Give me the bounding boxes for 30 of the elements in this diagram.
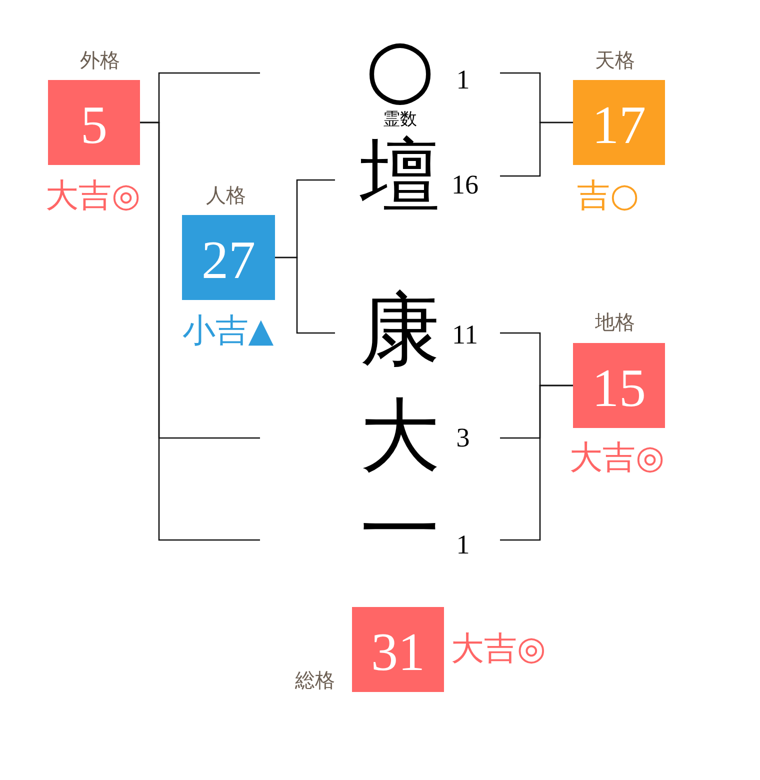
stroke-count: 1 [456, 66, 470, 94]
bracket-line [500, 122, 573, 177]
category-label: 人格 [206, 185, 246, 205]
fortune-rating: 大吉◎ [451, 632, 546, 664]
caption-label: 霊数 [383, 112, 417, 128]
category-label: 外格 [80, 50, 120, 70]
name-character: 大 [360, 396, 440, 476]
fortune-rating: 吉○ [577, 178, 639, 212]
fortune-rating: 大吉◎ [46, 178, 140, 212]
stroke-count: 16 [452, 172, 478, 198]
score-number: 15 [592, 360, 646, 414]
score-number: 31 [371, 624, 425, 678]
name-character: 一 [360, 490, 440, 570]
bracket-line [140, 122, 260, 541]
stroke-count: 3 [456, 424, 470, 452]
fortune-rating: 大吉◎ [570, 440, 664, 474]
fortune-rating: 小吉▲ [182, 314, 274, 346]
name-character: ○ [365, 28, 435, 108]
category-label: 総格 [295, 670, 335, 690]
name-character: 康 [360, 290, 440, 370]
bracket-line [275, 256, 335, 334]
name-character: 壇 [360, 136, 440, 216]
bracket-line [500, 384, 573, 541]
category-label: 天格 [595, 50, 635, 70]
score-number: 5 [80, 98, 108, 152]
score-number: 17 [592, 98, 646, 152]
score-number: 27 [202, 232, 256, 286]
stroke-count: 11 [452, 322, 478, 348]
category-label: 地格 [595, 312, 635, 332]
stroke-count: 1 [456, 532, 470, 558]
